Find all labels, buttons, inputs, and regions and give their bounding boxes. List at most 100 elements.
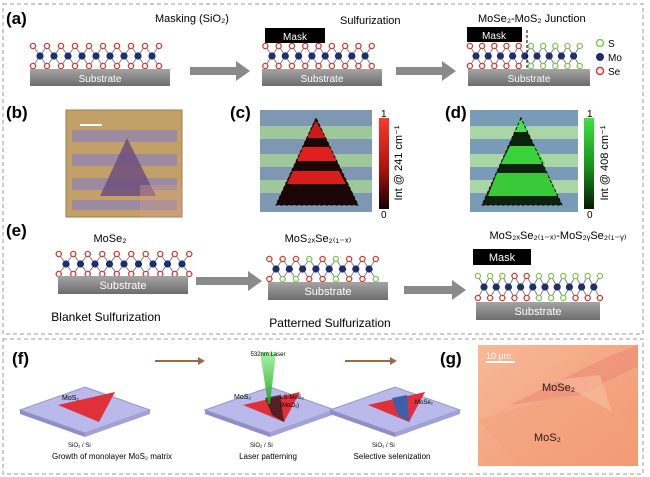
lattice-a2 bbox=[262, 42, 375, 70]
substrate-a1: Substrate bbox=[30, 69, 170, 86]
f1-mos2: MoS₂ bbox=[62, 395, 79, 402]
chalcogen-atom bbox=[499, 294, 506, 302]
chalcogen-atom bbox=[71, 62, 79, 70]
substrate-a3: Substrate bbox=[468, 69, 590, 86]
mo-atom bbox=[565, 283, 574, 291]
mo-atom bbox=[299, 265, 307, 273]
chalcogen-atom bbox=[315, 62, 322, 70]
chalcogen-atom bbox=[141, 62, 149, 70]
chalcogen-atom bbox=[584, 272, 591, 280]
chalcogen-atom bbox=[142, 270, 149, 278]
mo-atom bbox=[120, 52, 128, 60]
chalcogen-atom bbox=[466, 62, 474, 70]
chalcogen-atom bbox=[99, 62, 107, 70]
mask-a2: Mask bbox=[265, 28, 325, 43]
label-d: (d) bbox=[445, 103, 467, 122]
lattice-e2 bbox=[266, 255, 379, 283]
mo-atom bbox=[92, 52, 100, 60]
arrow-a1 bbox=[190, 61, 250, 81]
chalcogen-atom bbox=[368, 62, 375, 70]
chalcogen-atom bbox=[127, 42, 135, 50]
mo-atom bbox=[365, 265, 373, 273]
chalcogen-atom bbox=[319, 255, 326, 263]
chalcogen-atom bbox=[156, 250, 164, 258]
chalcogen-atom bbox=[478, 42, 486, 50]
substrate-e1: Substrate bbox=[58, 276, 188, 294]
mo-atom bbox=[308, 52, 316, 60]
optical-image-b bbox=[65, 109, 183, 218]
e-title3: MoS₂ₓSe₂₍₁₋ₓ₎-MoS₂ᵧSe₂₍₁₋ᵧ₎ bbox=[489, 230, 626, 242]
chalcogen-atom bbox=[262, 42, 269, 50]
raman-map-d bbox=[470, 110, 578, 212]
chalcogen-atom bbox=[547, 272, 555, 280]
chalcogen-atom bbox=[359, 275, 366, 283]
label-b: (b) bbox=[6, 103, 28, 122]
f2-mos2: MoS₂ bbox=[234, 394, 251, 401]
mo-atom bbox=[321, 52, 329, 60]
mo-atom bbox=[312, 265, 320, 273]
g-scale: 10 μm bbox=[486, 351, 511, 361]
mo-atom bbox=[484, 52, 492, 60]
mo-atom bbox=[268, 52, 276, 60]
chalcogen-atom bbox=[84, 270, 92, 278]
chalcogen-atom bbox=[572, 272, 579, 280]
f3-mose2: MoSe₂ bbox=[415, 400, 434, 406]
chalcogen-atom bbox=[596, 272, 604, 280]
chalcogen-atom bbox=[564, 62, 571, 70]
mo-atom bbox=[64, 52, 72, 60]
chalcogen-atom bbox=[99, 250, 106, 258]
legend-mo: Mo bbox=[608, 53, 622, 64]
chalcogen-atom bbox=[478, 62, 486, 70]
chalcogen-atom bbox=[301, 42, 309, 50]
mo-atom bbox=[50, 52, 58, 60]
arrow-a2 bbox=[396, 61, 456, 81]
chalcogen-atom bbox=[171, 270, 178, 278]
chalcogen-atom bbox=[560, 272, 567, 280]
e-title2: MoS₂ₓSe₂₍₁₋ₓ₎ bbox=[285, 233, 352, 245]
chalcogen-atom bbox=[55, 270, 63, 278]
chalcogen-atom bbox=[292, 275, 300, 283]
mo-atom bbox=[578, 283, 586, 291]
chalcogen-atom bbox=[527, 42, 535, 50]
chalcogen-atom bbox=[275, 42, 282, 50]
chalcogen-atom bbox=[535, 272, 543, 280]
substrate-e3: Substrate bbox=[476, 302, 600, 320]
chalcogen-atom bbox=[70, 270, 77, 278]
chalcogen-atom bbox=[319, 275, 326, 283]
substrate-label: Substrate bbox=[301, 74, 344, 85]
substrate-label: Substrate bbox=[79, 74, 122, 85]
chalcogen-atom bbox=[332, 275, 340, 283]
chalcogen-atom bbox=[515, 42, 522, 50]
mo-atom bbox=[120, 260, 128, 268]
f2-laser: 532nm Laser bbox=[250, 352, 285, 358]
mo-atom bbox=[517, 283, 525, 291]
mo-atom bbox=[76, 260, 85, 268]
chalcogen-atom bbox=[301, 62, 309, 70]
chalcogen-atom bbox=[474, 272, 482, 280]
mask-label: Mask bbox=[283, 32, 308, 43]
arrow-e2 bbox=[404, 280, 466, 300]
chalcogen-atom bbox=[99, 42, 107, 50]
chalcogen-atom bbox=[292, 255, 300, 263]
chalcogen-atom bbox=[55, 250, 63, 258]
chalcogen-atom bbox=[99, 270, 106, 278]
mo-atom bbox=[338, 265, 347, 273]
f-caption2: Laser patterning bbox=[239, 452, 297, 461]
mo-atom bbox=[553, 283, 561, 291]
arrow-f2-head bbox=[390, 357, 397, 365]
chalcogen-atom bbox=[113, 42, 121, 50]
lattice-a1 bbox=[29, 42, 163, 70]
label-g: (g) bbox=[440, 349, 462, 368]
mo-atom bbox=[504, 283, 512, 291]
chalcogen-atom bbox=[85, 62, 93, 70]
mo-atom bbox=[541, 283, 549, 291]
chalcogen-atom bbox=[185, 250, 193, 258]
mo-atom bbox=[178, 260, 186, 268]
f2-ls: LS-MoS₂ bbox=[280, 395, 305, 401]
mo-atom bbox=[352, 265, 360, 273]
chalcogen-atom bbox=[523, 272, 530, 280]
substrate-label: Substrate bbox=[99, 280, 146, 292]
chalcogen-atom bbox=[262, 62, 269, 70]
chalcogen-atom bbox=[547, 294, 555, 302]
